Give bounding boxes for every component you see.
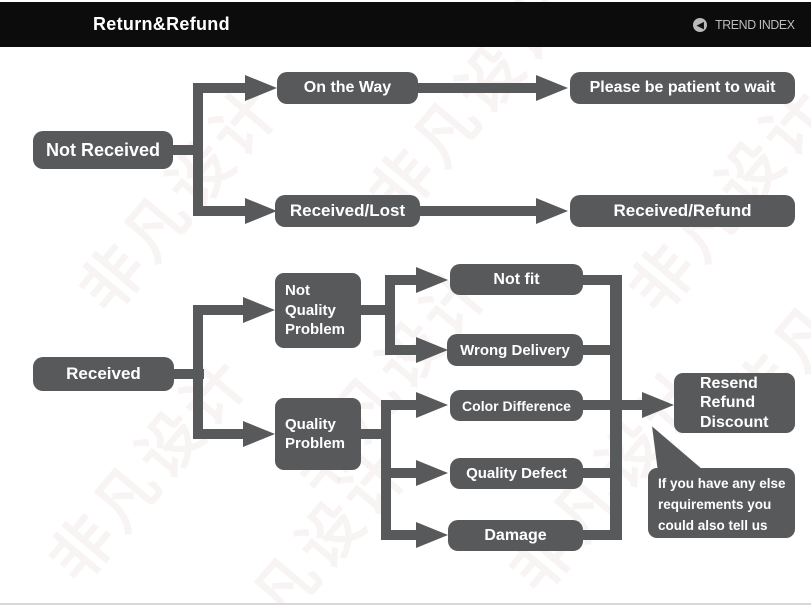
page-title: Return&Refund [93, 14, 230, 34]
connector-line [418, 83, 536, 93]
connector-line [203, 83, 245, 93]
connector-line [381, 530, 416, 540]
connector-line [385, 345, 416, 355]
node-wrong-delivery: Wrong Delivery [447, 334, 583, 366]
node-not-received: Not Received [33, 131, 173, 169]
connector-line [381, 400, 416, 410]
node-received-refund: Received/Refund [570, 195, 795, 227]
arrowhead-icon [416, 460, 448, 486]
arrowhead-icon [416, 267, 448, 293]
connector-line [583, 345, 622, 355]
connector-line [583, 400, 622, 410]
node-damage: Damage [448, 520, 583, 551]
header-bar: Return&Refund ◀ TREND INDEX [0, 2, 811, 47]
node-not-quality-problem: Not Quality Problem [275, 273, 361, 348]
arrowhead-icon [245, 198, 277, 224]
connector-line [203, 206, 245, 216]
connector-line [583, 530, 622, 540]
connector-line [583, 275, 622, 285]
arrowhead-icon [642, 392, 674, 418]
arrowhead-icon [243, 297, 275, 323]
connector-line [193, 83, 203, 216]
connector-line [174, 369, 204, 379]
connector-line [361, 429, 391, 439]
connector-line [610, 275, 622, 540]
node-color-difference: Color Difference [450, 390, 583, 421]
connector-line [203, 429, 243, 439]
node-received-lost: Received/Lost [275, 195, 420, 227]
arrowhead-icon [416, 392, 448, 418]
connector-line [385, 275, 416, 285]
node-quality-problem: Quality Problem [275, 398, 361, 470]
trend-index-label: TREND INDEX [715, 17, 795, 32]
connector-line [203, 305, 243, 315]
connector-line [381, 468, 416, 478]
arrowhead-icon [416, 337, 448, 363]
arrowhead-icon [243, 421, 275, 447]
speech-bubble: If you have any else requirements you co… [648, 468, 795, 538]
node-on-the-way: On the Way [277, 72, 418, 104]
connector-line [193, 305, 203, 439]
trend-index: ◀ TREND INDEX [693, 2, 797, 47]
circle-arrow-icon: ◀ [693, 17, 708, 32]
connector-line [361, 305, 395, 315]
node-quality-defect: Quality Defect [450, 458, 583, 489]
connector-line [622, 400, 642, 410]
connector-line [583, 468, 622, 478]
node-resend-refund-discount: Resend Refund Discount [674, 373, 795, 433]
node-please-be-patient: Please be patient to wait [570, 72, 795, 104]
arrowhead-icon [245, 75, 277, 101]
arrowhead-icon [416, 522, 448, 548]
node-not-fit: Not fit [450, 264, 583, 295]
connector-line [420, 206, 536, 216]
arrowhead-icon [536, 198, 568, 224]
connector-line [385, 275, 395, 355]
arrowhead-icon [536, 75, 568, 101]
connector-line [173, 145, 203, 155]
node-received: Received [33, 357, 174, 391]
